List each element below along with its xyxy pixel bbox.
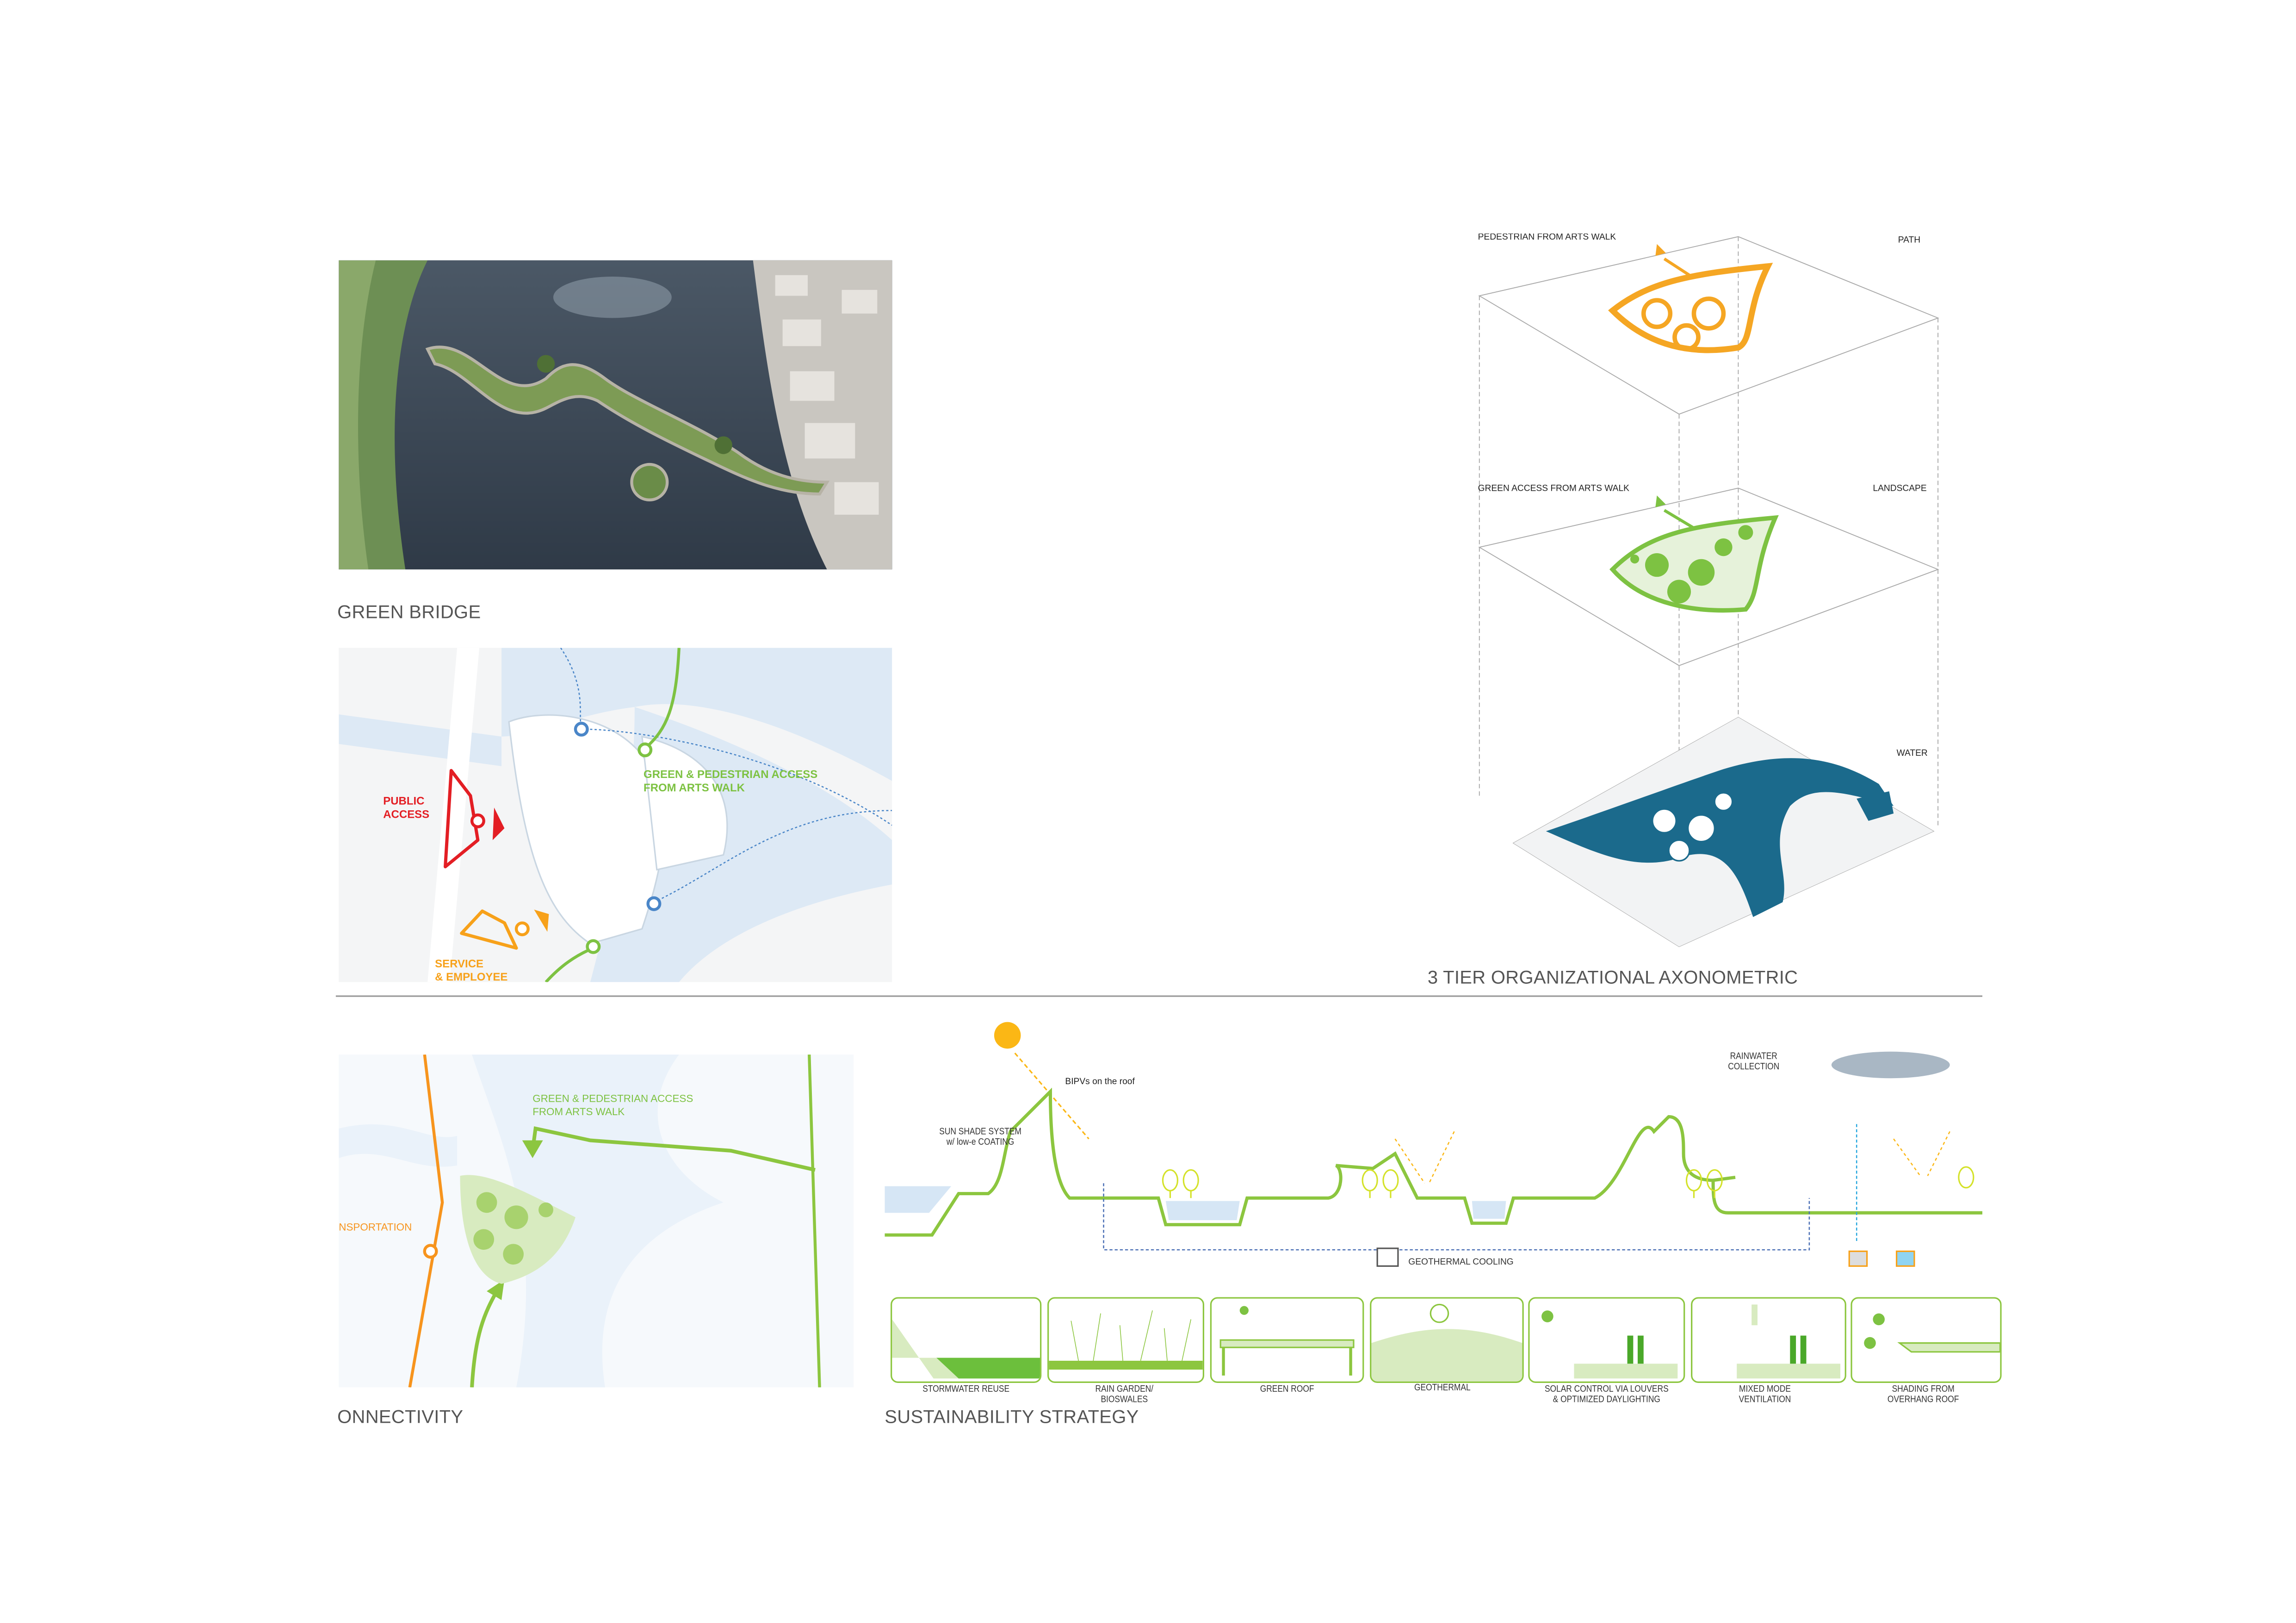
strategy-panel-stormwater [891, 1297, 1042, 1383]
strategy-panel-rain-garden [1047, 1297, 1205, 1383]
green-bridge-title: GREEN BRIDGE [337, 602, 481, 623]
tier-label-path: PATH [1898, 236, 1921, 246]
geothermal-cooling-annotation: GEOTHERMAL COOLING [1408, 1259, 1514, 1268]
strategy-panel-green-roof [1210, 1297, 1364, 1383]
strategy-label-green-roof: GREEN ROOF [1260, 1384, 1314, 1395]
axonometric-title: 3 TIER ORGANIZATIONAL AXONOMETRIC [1427, 967, 1798, 988]
strategy-panel-mixed-ventilation [1691, 1297, 1846, 1383]
axonometric-diagram [1472, 222, 1945, 954]
tier-label-landscape: LANDSCAPE [1873, 485, 1927, 494]
strategy-label-geothermal: GEOTHERMAL [1414, 1382, 1471, 1394]
tier-note-landscape: GREEN ACCESS FROM ARTS WALK [1478, 485, 1629, 494]
transportation-label: NSPORTATION [339, 1223, 412, 1234]
section-divider [335, 995, 1983, 997]
strategy-label-solar-control: SOLAR CONTROL VIA LOUVERS& OPTIMIZED DAY… [1544, 1384, 1669, 1405]
strategy-label-stormwater: STORMWATER REUSE [922, 1384, 1010, 1395]
strategy-label-rain-garden: RAIN GARDEN/BIOSWALES [1095, 1384, 1154, 1405]
bipv-annotation: BIPVs on the roof [1065, 1078, 1135, 1087]
connectivity-title: ONNECTIVITY [337, 1407, 464, 1427]
strategy-panel-solar-control [1528, 1297, 1685, 1383]
green-bridge-render [339, 260, 892, 570]
tier-note-path: PEDESTRIAN FROM ARTS WALK [1478, 234, 1616, 243]
sustainability-title: SUSTAINABILITY STRATEGY [885, 1407, 1139, 1427]
strategy-panel-geothermal [1370, 1297, 1524, 1383]
tier-label-water: WATER [1896, 750, 1928, 759]
sustainability-section-diagram [885, 1020, 1983, 1279]
service-label: SERVICE& EMPLOYEE [435, 957, 508, 982]
strategy-panel-overhang-shading [1850, 1297, 2002, 1383]
